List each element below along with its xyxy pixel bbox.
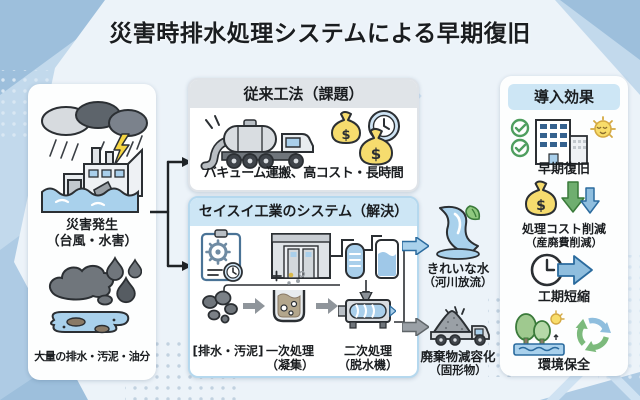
clock-fast-arrow-icon	[530, 253, 593, 287]
moneybag-down-arrows-icon: $	[525, 180, 600, 216]
flow-label-primary: 一次処理 （凝集）	[265, 344, 314, 373]
effects-header: 導入効果	[508, 84, 620, 110]
conventional-header: 従来工法（課題）	[190, 80, 417, 108]
flow-label-secondary: 二次処理 （脱水機）	[337, 344, 398, 373]
clipboard-gear-clock-icon	[200, 229, 243, 282]
money-bags-clock-icon: $ $	[331, 110, 400, 166]
disaster-panel: 災害発生 （台風・水害） 大量の排水・汚泥・油分	[28, 84, 156, 380]
clean-water-label: きれいな水 （河川放流）	[423, 261, 493, 289]
waste-arrow	[402, 318, 429, 336]
svg-text:$: $	[341, 128, 350, 143]
conventional-method-box: 従来工法（課題）	[188, 78, 419, 192]
waste-label: 大量の排水・汚泥・油分	[34, 350, 150, 363]
effects-panel: 導入効果	[500, 76, 628, 376]
effect-label-schedule: 工期短縮	[537, 290, 590, 305]
effect-label-recovery: 早期復旧	[537, 162, 590, 177]
effect-label-environment: 環境保全	[537, 358, 590, 373]
sludge-drops-icon	[48, 256, 142, 334]
sludge-rocks-icon	[202, 290, 238, 324]
seisui-header: セイスイ工業のシステム（解決）	[190, 198, 417, 226]
checks-building-sun-icon	[510, 116, 616, 165]
svg-text:$: $	[536, 198, 546, 214]
clean-water-arrow	[402, 237, 429, 255]
flow-label-input: [排水・汚泥]	[192, 344, 264, 358]
treatment-plant-icon	[271, 233, 399, 279]
svg-text:$: $	[371, 145, 381, 163]
effect-label-cost: 処理コスト削減 （産廃費削減）	[521, 222, 606, 250]
page-title: 災害時排水処理システムによる早期復旧	[109, 21, 531, 47]
seisui-system-box: セイスイ工業のシステム（解決）	[188, 196, 419, 378]
disaster-label: 災害発生 （台風・水害）	[46, 218, 138, 249]
river-leaf-icon	[436, 205, 481, 260]
flow-arrow-1	[243, 298, 265, 314]
flow-arrow-2	[316, 298, 338, 314]
vacuum-truck-icon	[200, 115, 314, 170]
storm-flood-icon	[41, 101, 148, 213]
conventional-caption: バキューム運搬、高コスト・長時間	[203, 166, 404, 181]
branch-arrows	[150, 157, 192, 271]
waste-reduction-label: 廃棄物減容化 （固形物）	[420, 349, 496, 377]
coagulation-tank-icon	[271, 270, 306, 323]
dump-truck-pile-icon	[430, 306, 490, 346]
trees-water-recycle-icon	[513, 310, 611, 356]
dewatering-machine-icon	[338, 292, 396, 329]
